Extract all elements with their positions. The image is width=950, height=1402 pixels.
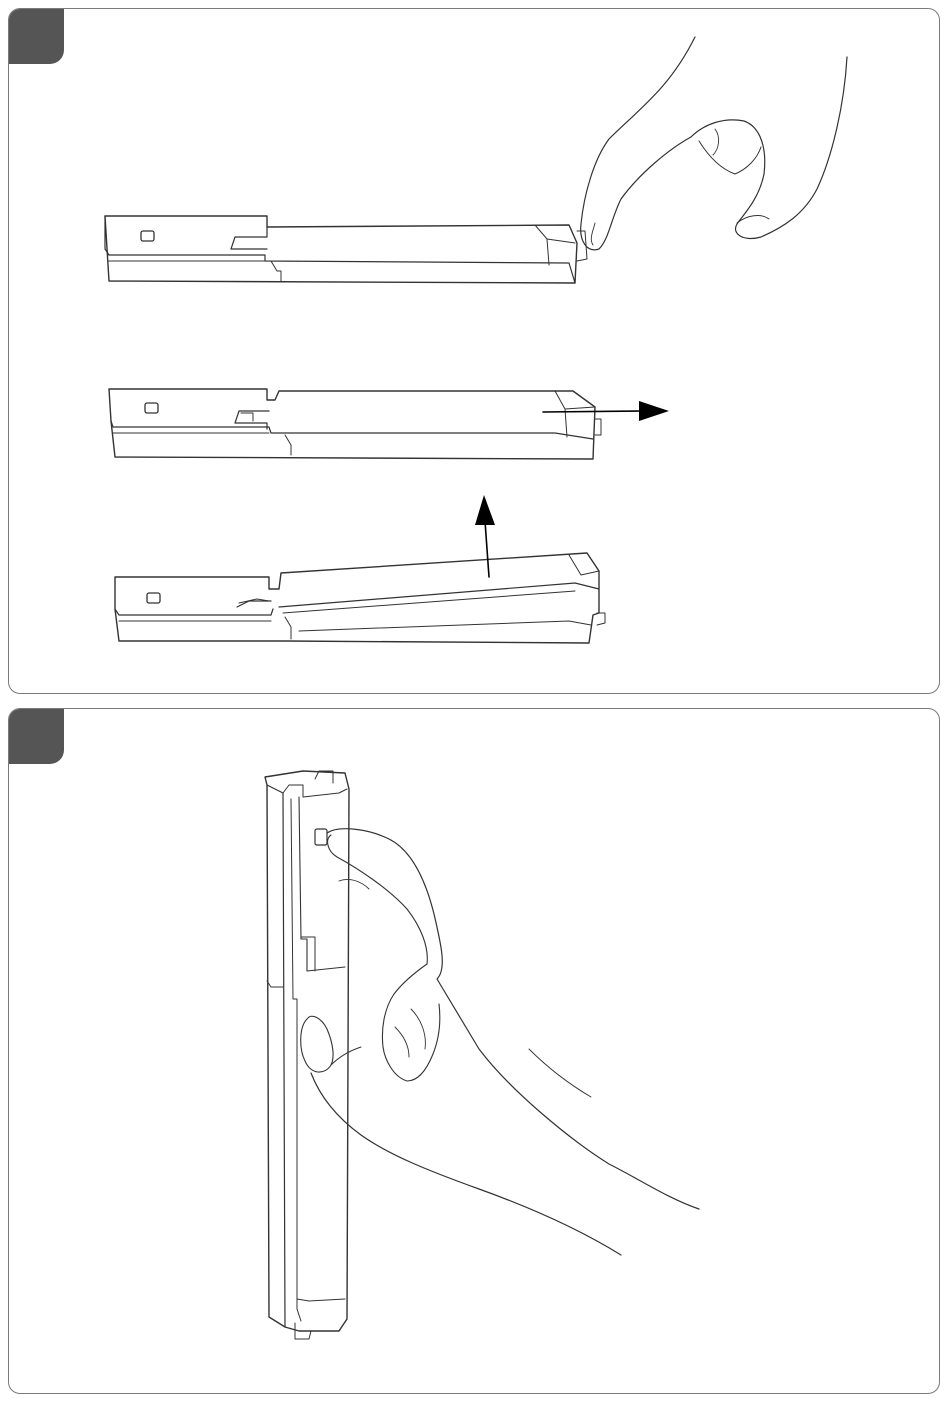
device-closed <box>105 216 587 283</box>
device-cover-lifting <box>115 553 605 643</box>
hold-device-illustration <box>9 709 941 1395</box>
step-panel-1 <box>8 8 940 694</box>
hand-holding <box>301 829 699 1255</box>
hand-finger-pressing <box>581 37 847 250</box>
device-cover-sliding <box>109 389 601 459</box>
step-panel-2 <box>8 708 940 1394</box>
open-cover-illustration <box>9 9 941 695</box>
arrow-lift-up <box>475 495 495 577</box>
